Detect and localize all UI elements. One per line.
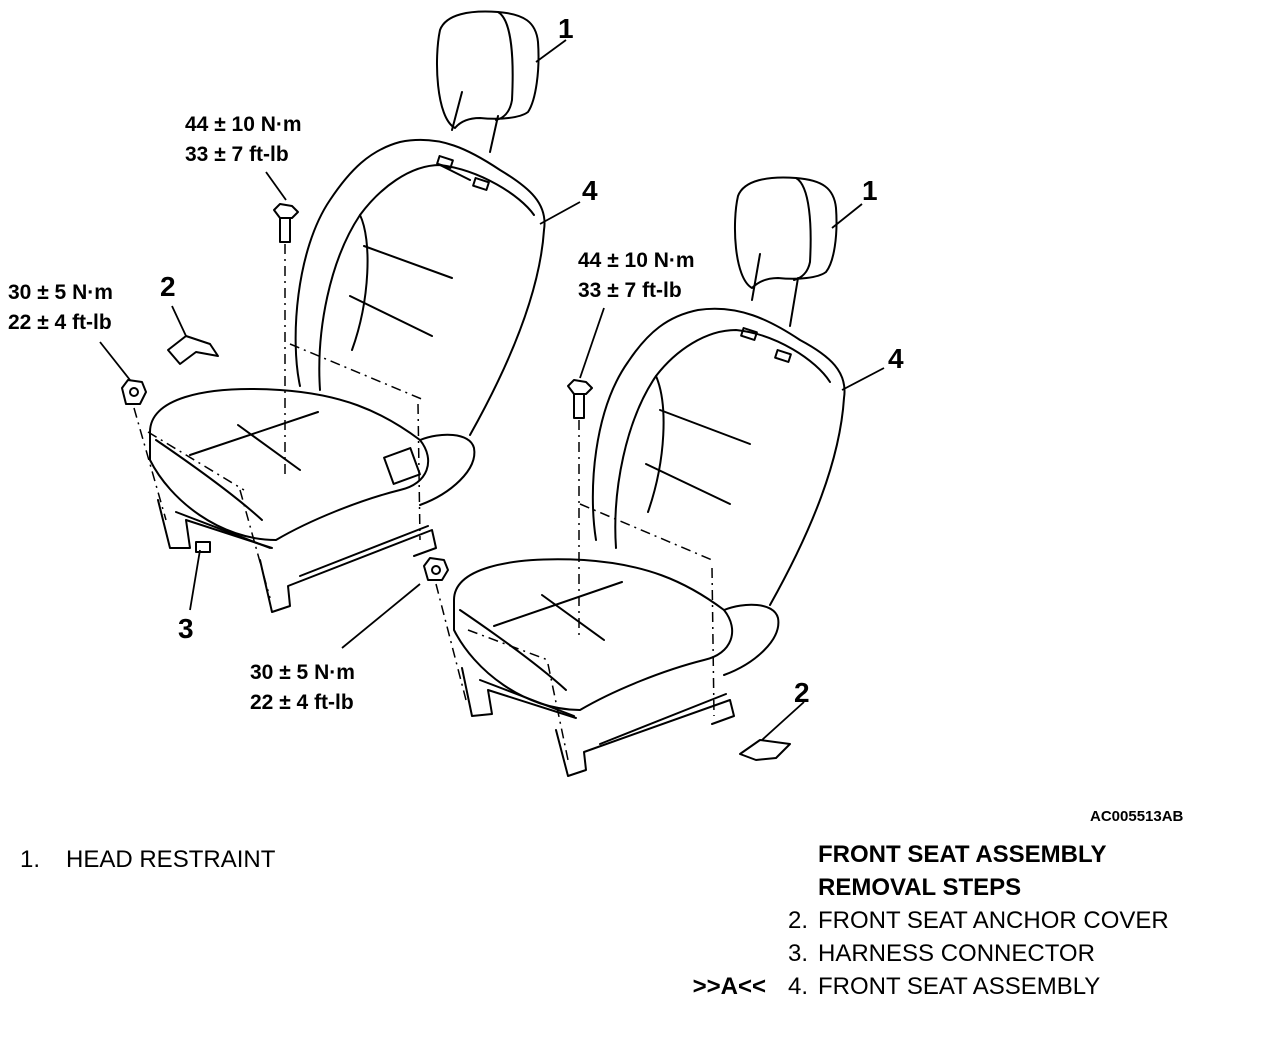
torque-nm: 44 ± 10 N·m [185,113,302,136]
torque-nm: 30 ± 5 N·m [250,661,355,684]
removal-heading-line-1: FRONT SEAT ASSEMBLY [818,841,1107,868]
step-marker [666,904,788,937]
step-text: FRONT SEAT ASSEMBLY [818,973,1101,1000]
callout-anchor-cover-a: 2 [160,271,176,302]
callout-head-restraint-b: 1 [862,175,878,206]
seat-diagram [99,10,885,777]
step-number: 4. [788,973,809,1000]
step-marker [666,937,788,970]
callout-seat-assembly-a: 4 [582,175,598,206]
nut-a [121,379,147,405]
removal-step: 2. FRONT SEAT ANCHOR COVER [666,904,1169,937]
torque-ftlb: 33 ± 7 ft-lb [185,143,289,166]
figure-code: AC005513AB [1090,808,1184,825]
torque-label-nut-a: 30 ± 5 N·m 22 ± 4 ft-lb [8,278,113,338]
callout-anchor-cover-b: 2 [794,677,810,708]
removal-step: 3. HARNESS CONNECTOR [666,937,1169,970]
bolt-a [273,203,299,243]
legend-item-text: HEAD RESTRAINT [66,846,276,873]
nut-b [423,557,449,581]
removal-steps: FRONT SEAT ASSEMBLY REMOVAL STEPS 2. FRO… [666,838,1169,1003]
callout-seat-assembly-b: 4 [888,343,904,374]
step-number: 2. [788,907,809,934]
removal-step: >>A<< 4. FRONT SEAT ASSEMBLY [666,970,1169,1003]
removal-heading-line-2: REMOVAL STEPS [818,874,1022,901]
head-restraint-b [734,176,838,327]
torque-ftlb: 22 ± 4 ft-lb [8,311,112,334]
step-text: HARNESS CONNECTOR [818,940,1095,967]
legend-item-number: 1. [20,846,41,873]
torque-ftlb: 22 ± 4 ft-lb [250,691,354,714]
step-number: 3. [788,940,809,967]
torque-nm: 30 ± 5 N·m [8,281,113,304]
callout-head-restraint-a: 1 [558,13,574,44]
bolt-b [567,379,593,419]
torque-label-nut-b: 30 ± 5 N·m 22 ± 4 ft-lb [250,658,355,718]
anchor-cover-a [167,335,219,365]
legend-left-item: 1. HEAD RESTRAINT [20,843,275,876]
step-marker: >>A<< [692,973,766,1000]
seat-assembly-b [453,176,846,777]
callout-harness-connector: 3 [178,613,194,644]
torque-label-bolt-b: 44 ± 10 N·m 33 ± 7 ft-lb [578,246,695,306]
head-restraint-a [436,10,540,153]
seat-assembly-a [149,10,546,613]
torque-ftlb: 33 ± 7 ft-lb [578,279,682,302]
torque-nm: 44 ± 10 N·m [578,249,695,272]
torque-label-bolt-a: 44 ± 10 N·m 33 ± 7 ft-lb [185,110,302,170]
anchor-cover-b [739,739,791,761]
step-text: FRONT SEAT ANCHOR COVER [818,907,1169,934]
